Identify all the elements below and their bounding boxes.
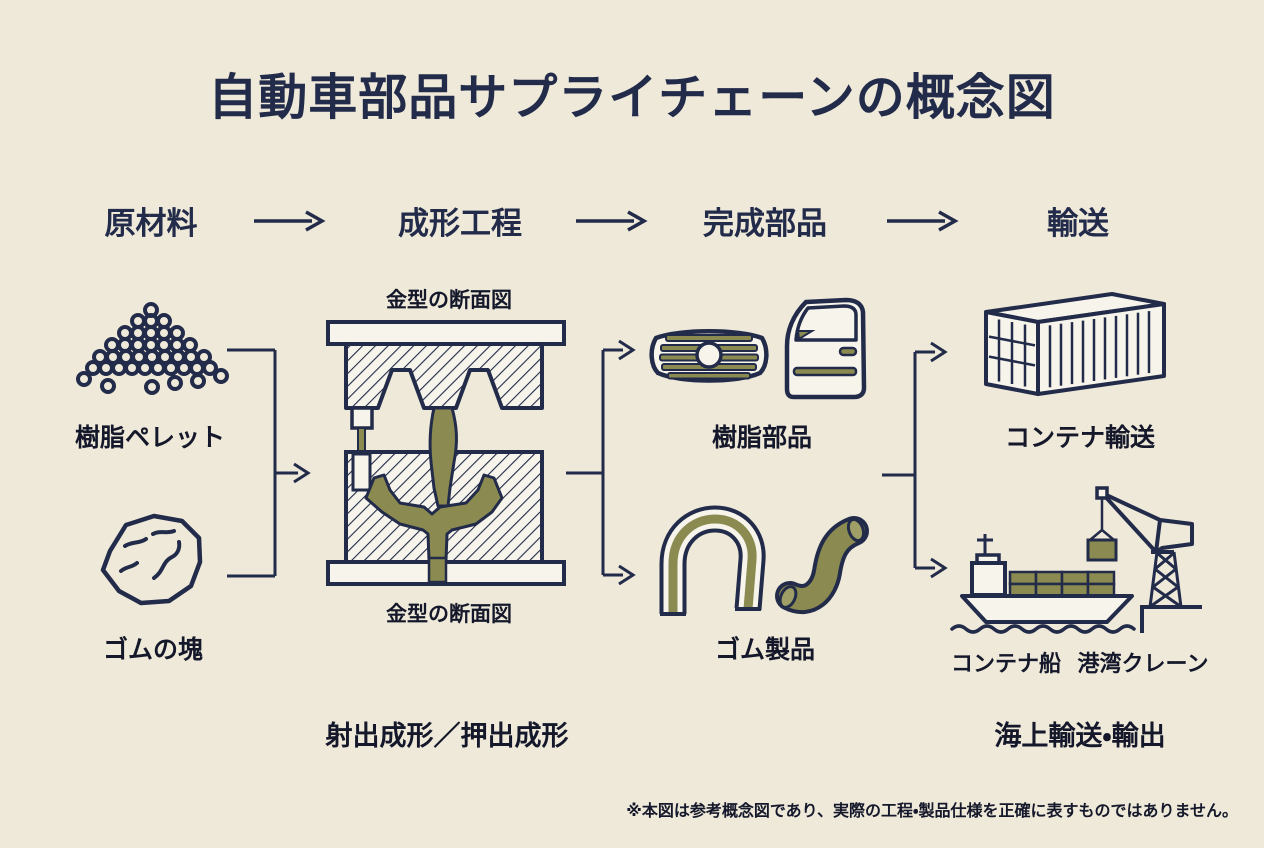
material-connectors xyxy=(227,339,948,586)
mold-nozzle xyxy=(350,406,374,430)
mold-sprue-tail xyxy=(427,556,448,584)
container-ship-label: コンテナ船 xyxy=(950,651,1062,676)
mold-top-plate xyxy=(326,320,566,346)
water-wave xyxy=(950,624,1136,634)
mold-cross-section-bottom-label: 金型の断面図 xyxy=(386,603,512,626)
port-scene-icon xyxy=(950,486,1202,634)
mold-cross-section-icon xyxy=(326,320,566,586)
connector-mold-to-parts xyxy=(566,339,636,586)
resin-pellets-icon xyxy=(76,302,229,395)
connector-materials-to-mold xyxy=(227,348,311,578)
stage-label-finished-parts: 完成部品 xyxy=(703,206,827,241)
rubber-products-label: ゴム製品 xyxy=(714,636,816,664)
mold-cross-section-top-label: 金型の断面図 xyxy=(386,289,512,312)
rubber-lump-label: ゴムの塊 xyxy=(102,636,204,664)
mold-pin-slot xyxy=(351,452,372,492)
stage-arrows xyxy=(254,210,959,232)
arrow-parts-to-transport xyxy=(887,210,959,232)
car-door-icon xyxy=(784,297,867,400)
hanging-container xyxy=(1086,538,1118,562)
disclaimer-footnote: ※本図は参考概念図であり、実際の工程・製品仕様を正確に表すものではありません。 xyxy=(626,803,1238,820)
stage-label-transport: 輸送 xyxy=(1047,206,1109,241)
car-grille-icon xyxy=(649,329,769,383)
sea-transport-label: 海上輸送・輸出 xyxy=(994,721,1166,751)
resin-pellets-label: 樹脂ペレット xyxy=(74,424,226,452)
stage-label-molding-process: 成形工程 xyxy=(398,206,522,241)
rubber-lump-icon xyxy=(100,513,203,606)
resin-parts-label: 樹脂部品 xyxy=(711,424,813,452)
door-handle xyxy=(838,346,858,357)
page-title: 自動車部品サプライチェーンの概念図 xyxy=(208,71,1056,125)
arrow-raw-to-molding xyxy=(254,210,326,232)
mold-part-cavity xyxy=(364,473,504,562)
shipping-container-icon xyxy=(984,292,1166,396)
rubber-tube-icon xyxy=(775,516,869,614)
connector-parts-to-transport xyxy=(882,341,948,579)
container-ship-icon xyxy=(950,534,1136,634)
rubber-hose-icon xyxy=(659,505,766,616)
arrow-molding-to-parts xyxy=(576,210,648,232)
door-mirror-mount xyxy=(796,330,816,341)
stage-label-raw-materials: 原材料 xyxy=(104,206,198,241)
door-molding-strip xyxy=(792,366,858,377)
container-side-face xyxy=(1036,302,1166,396)
harbor-crane-label: 港湾クレーン xyxy=(1077,651,1209,676)
molding-process-label: 射出成形／押出成形 xyxy=(325,721,569,751)
grille-emblem xyxy=(695,341,723,369)
container-transport-label: コンテナ輸送 xyxy=(1004,424,1156,452)
mold-upper-block xyxy=(344,342,544,410)
harbor-crane-icon xyxy=(1086,486,1202,633)
quay-edge xyxy=(1140,605,1202,633)
